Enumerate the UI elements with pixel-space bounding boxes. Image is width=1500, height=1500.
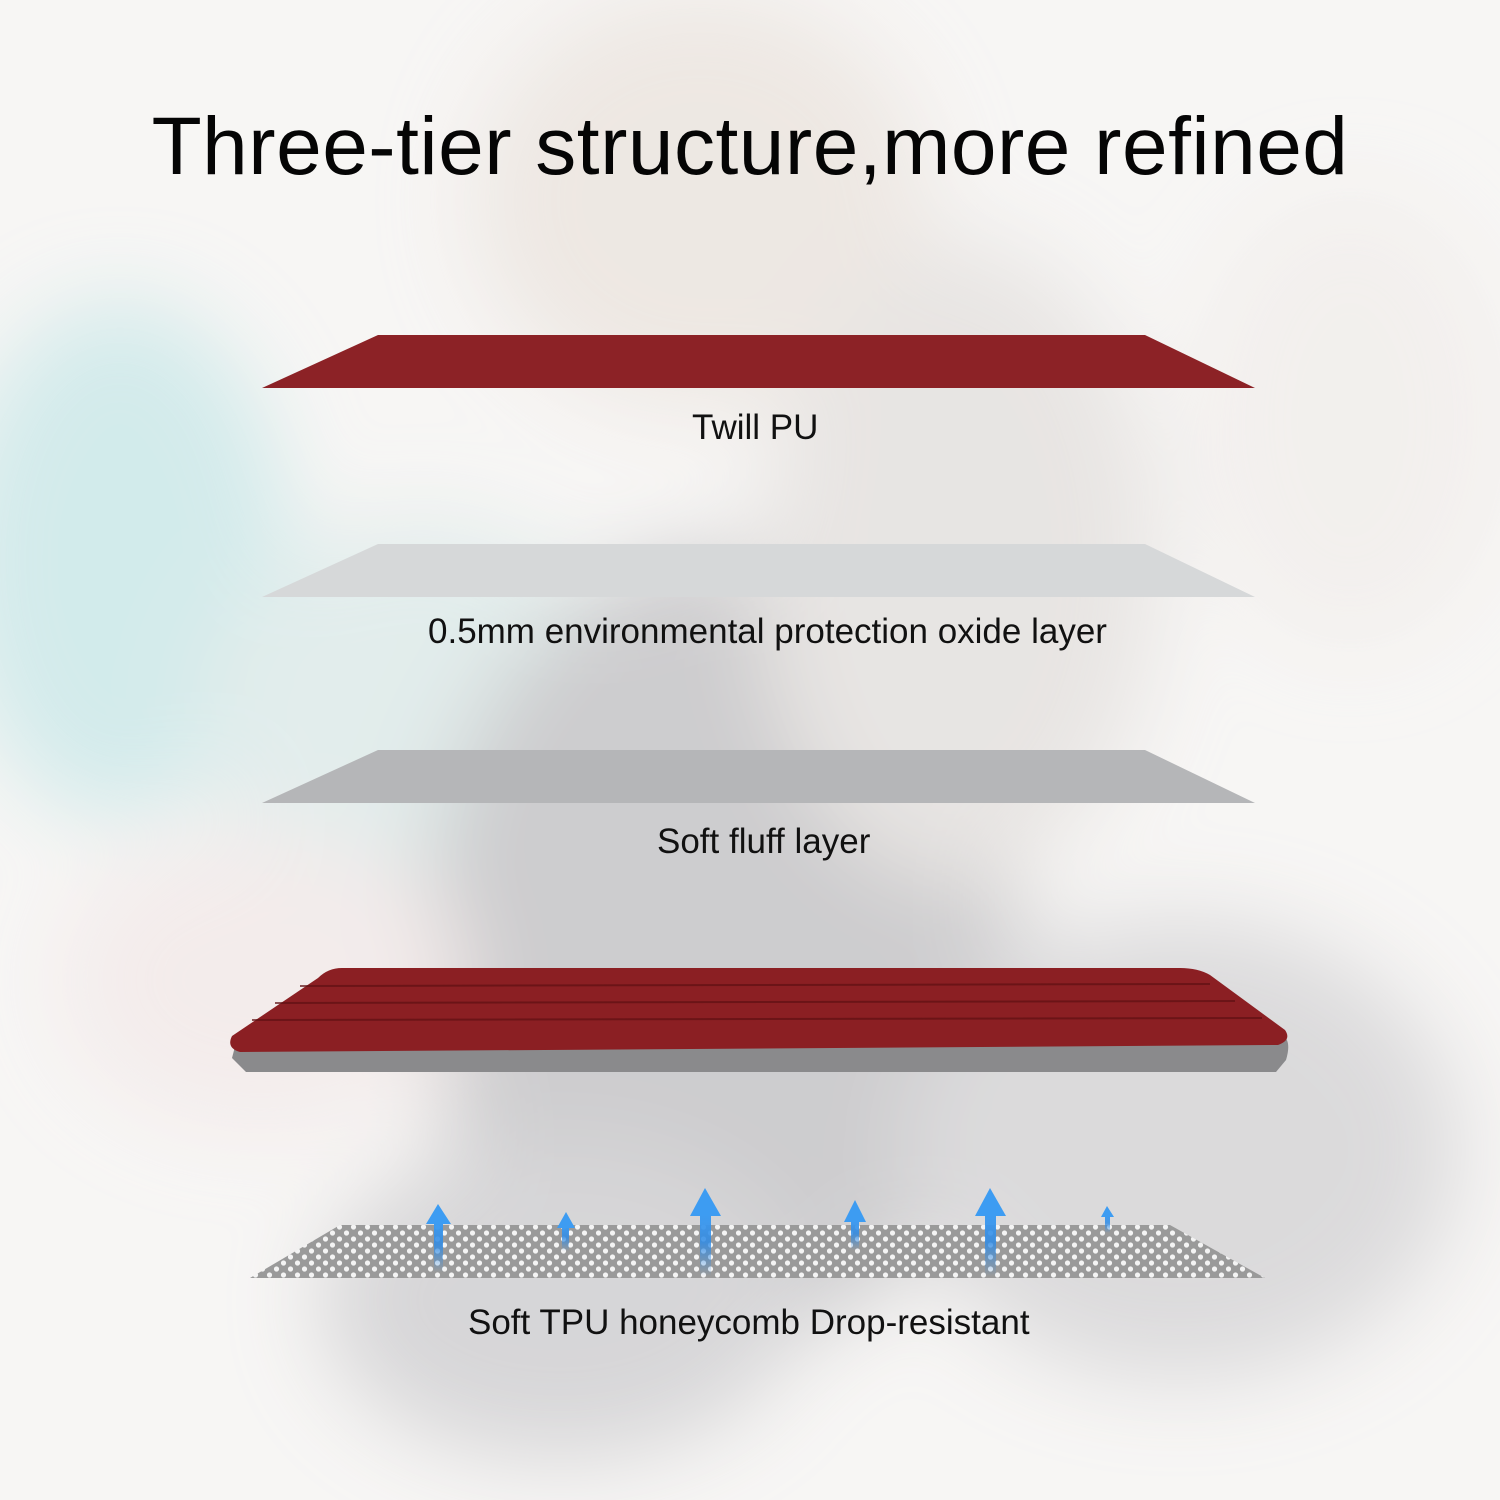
cover-fold-lines bbox=[251, 983, 1263, 1021]
layer-label-honeycomb: Soft TPU honeycomb Drop-resistant bbox=[468, 1303, 1030, 1342]
page-title: Three-tier structure,more refined bbox=[151, 101, 1349, 192]
layer-label-oxide: 0.5mm environmental protection oxide lay… bbox=[428, 612, 1107, 651]
oxide-layer bbox=[262, 544, 1255, 597]
arrow-icon bbox=[975, 1188, 1006, 1276]
airflow-arrows bbox=[426, 1188, 1114, 1276]
twill-pu-layer bbox=[262, 335, 1255, 388]
case-cover bbox=[230, 968, 1288, 1052]
layer-label-twill-pu: Twill PU bbox=[692, 408, 819, 447]
arrow-icon bbox=[1101, 1206, 1114, 1233]
arrow-icon bbox=[690, 1188, 721, 1276]
honeycomb-tpu-layer bbox=[250, 1225, 1265, 1278]
fluff-layer bbox=[262, 750, 1255, 803]
layer-label-fluff: Soft fluff layer bbox=[657, 822, 871, 861]
arrow-icon bbox=[557, 1212, 575, 1251]
tablet-case bbox=[230, 968, 1289, 1072]
arrow-icon bbox=[426, 1204, 451, 1272]
arrow-icon bbox=[844, 1200, 866, 1250]
